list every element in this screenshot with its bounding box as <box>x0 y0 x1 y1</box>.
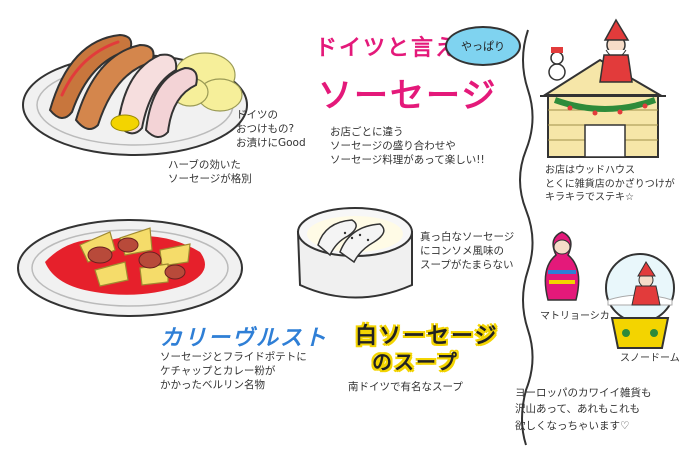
currywurst-desc-line: かかったベルリン名物 <box>160 379 265 392</box>
wavy-divider <box>519 29 534 446</box>
shop-desc-line: とくに雑貨店のかざりつけが <box>545 178 675 190</box>
footer-line: ヨーロッパのカワイイ雑貨も <box>515 387 652 399</box>
goods-footer-note: ヨーロッパのカワイイ雑貨も 沢山あって、あれもこれも 欲しくなっちゃいます♡ <box>515 385 652 434</box>
matryoshka-label: マトリョーシカ <box>540 311 610 322</box>
soup-note-line: スープがたまらない <box>420 259 514 272</box>
footer-line: 沢山あって、あれもこれも <box>515 403 640 416</box>
yappari-bubble: やっぱり <box>445 26 521 66</box>
herb-note-line: ソーセージが格別 <box>168 173 252 186</box>
shop-desc-line: お店はウッドハウス <box>545 165 635 176</box>
sausage-desc-line: ソーセージ料理があって楽しい!! <box>330 154 485 167</box>
currywurst-desc-line: ケチャップとカレー粉が <box>160 365 276 378</box>
matryoshka-illustration <box>544 231 580 301</box>
soup-note: 真っ白なソーセージ にコンソメ風味の スープがたまらない <box>420 230 514 273</box>
sauerkraut-note-line: ドイツの <box>236 109 278 121</box>
wooden-house-illustration <box>540 18 666 158</box>
footer-line: 欲しくなっちゃいます♡ <box>515 419 630 432</box>
soup-note-line: にコンソメ風味の <box>420 245 504 258</box>
soup-bowl-illustration <box>296 207 413 299</box>
shop-desc-line: キラキラでステキ☆ <box>545 192 634 203</box>
sausage-description: お店ごとに違う ソーセージの盛り合わせや ソーセージ料理があって楽しい!! <box>330 125 485 168</box>
snowdome-label: スノードーム <box>620 353 680 364</box>
soup-note-line: 真っ白なソーセージ <box>420 231 515 243</box>
sauerkraut-note-line: おつけもの? <box>236 123 295 136</box>
currywurst-description: ソーセージとフライドポテトに ケチャップとカレー粉が かかったベルリン名物 <box>160 350 307 393</box>
sausage-plate-illustration <box>22 33 248 156</box>
soup-title-line2: のスープ <box>372 350 459 374</box>
sauerkraut-note: ドイツの おつけもの? お漬けにGood <box>236 108 306 151</box>
currywurst-title: カリーヴルスト <box>160 326 329 351</box>
soup-title-line1: 白ソーセージ <box>355 324 499 349</box>
herb-sausage-note: ハーブの効いた ソーセージが格別 <box>168 158 252 186</box>
soup-description: 南ドイツで有名なスープ <box>348 381 463 393</box>
currywurst-plate-illustration <box>17 219 243 317</box>
currywurst-desc-line: ソーセージとフライドポテトに <box>160 351 307 363</box>
herb-note-line: ハーブの効いた <box>168 159 241 171</box>
sausage-title: ソーセージ <box>318 76 498 116</box>
sausage-desc-line: お店ごとに違う <box>330 126 404 138</box>
sauerkraut-note-line: お漬けにGood <box>236 137 306 150</box>
sausage-desc-line: ソーセージの盛り合わせや <box>330 140 456 153</box>
shop-description: お店はウッドハウス とくに雑貨店のかざりつけが キラキラでステキ☆ <box>545 164 675 205</box>
snowdome-illustration <box>605 253 675 349</box>
